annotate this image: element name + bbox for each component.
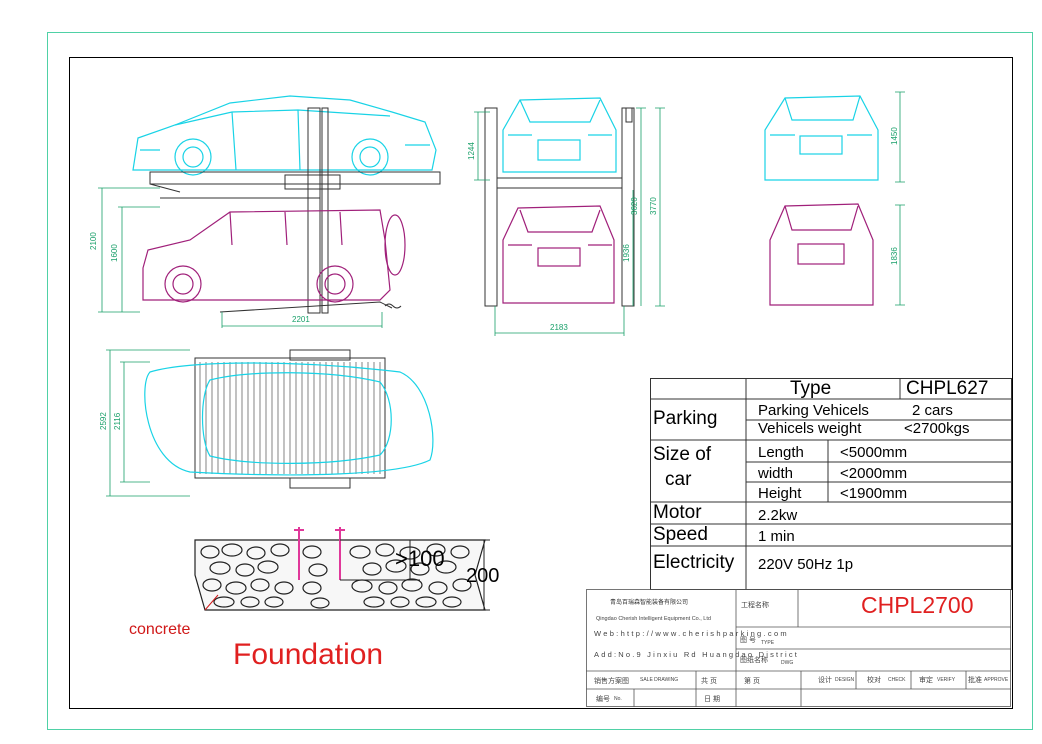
spec-parking-vehicles-label: Parking Vehicels	[758, 402, 869, 419]
foundation-title: Foundation	[233, 638, 384, 671]
number-cn-label: 编号	[596, 696, 610, 703]
sale-drawing-cn: 销售方案图	[594, 678, 629, 685]
foundation-dim-200: 200	[466, 565, 500, 587]
upper-sedan-side	[132, 95, 437, 176]
drawing-name-cn-label: 图纸名称	[740, 657, 768, 664]
spec-width-value: <2000mm	[840, 465, 908, 482]
total-pages-label: 共 页	[701, 678, 717, 685]
design-cn-label: 设计	[818, 677, 832, 684]
spec-height-label: Height	[758, 485, 802, 502]
spec-width-label: width	[758, 465, 794, 482]
dim-front-mid: 3620	[630, 197, 639, 215]
top-view: 2592 2116	[99, 349, 434, 497]
company-address: Add:No.9 Jinxiu Rd Huangdao District	[594, 650, 800, 659]
foundation-section	[194, 527, 490, 611]
spec-motor-value: 2.2kw	[758, 507, 798, 524]
anchor-bolts	[294, 527, 345, 580]
side-view: 2100 1600 2201	[89, 95, 441, 328]
spec-speed-label: Speed	[653, 524, 708, 545]
spec-electricity-value: 220V 50Hz 1p	[758, 556, 854, 573]
spec-type-label: Type	[790, 378, 832, 399]
dim-top-outer: 2592	[99, 412, 108, 430]
check-cn-label: 校对	[867, 677, 881, 684]
spec-vehicles-weight-value: <2700kgs	[904, 420, 970, 437]
drawing-name-en-label: DWG	[781, 660, 794, 666]
company-name-en: Qingdao Cherish Intelligent Equipment Co…	[596, 616, 711, 622]
title-block: 青岛百瑞森智能装备有限公司 Qingdao Cherish Intelligen…	[586, 589, 1011, 707]
project-name-label: 工程名称	[741, 602, 769, 609]
spec-motor-label: Motor	[653, 502, 702, 523]
spec-length-label: Length	[758, 444, 804, 461]
upper-car-rear	[764, 95, 879, 181]
upper-platform-side	[149, 171, 441, 199]
lower-car-rear	[769, 203, 874, 306]
spec-length-value: <5000mm	[840, 444, 908, 461]
spec-electricity-label: Electricity	[653, 552, 735, 573]
company-web: Web:http://www.cherishparking.com	[594, 629, 789, 638]
concrete-label: concrete	[129, 621, 191, 638]
type-en-label: TYPE	[761, 640, 775, 646]
spec-table: Type CHPL627 Parking Parking Vehicels 2 …	[650, 378, 1012, 590]
dim-top-inner: 2116	[113, 412, 122, 430]
type-cn-label: 图 号	[740, 637, 756, 644]
drawing-border	[69, 57, 1013, 709]
dim-side-length: 2201	[292, 315, 310, 324]
dim-rear-lower: 1836	[890, 247, 899, 265]
dim-front-upper: 1244	[467, 142, 476, 160]
outer-frame	[47, 32, 1033, 730]
number-en-label: No.	[614, 696, 622, 702]
spec-speed-value: 1 min	[758, 528, 795, 545]
spec-height-value: <1900mm	[840, 485, 908, 502]
spec-size-label-1: Size of	[653, 444, 712, 465]
design-en-label: DESIGN	[835, 677, 855, 683]
approve-cn-label: 批准	[968, 677, 982, 684]
page-number-label: 第 页	[744, 678, 760, 685]
spec-vehicles-weight-label: Vehicels weight	[758, 420, 862, 437]
title-block-grid	[586, 589, 1011, 707]
dim-rear-upper: 1450	[890, 127, 899, 145]
dim-side-lower-height: 1600	[110, 244, 119, 262]
spec-table-grid	[650, 378, 1012, 590]
spec-parking-vehicles-value: 2 cars	[912, 402, 953, 419]
dim-side-total-height: 2100	[89, 232, 98, 250]
model-number: CHPL2700	[861, 592, 974, 618]
car-top-outline	[144, 362, 434, 476]
lower-suv-side	[142, 209, 406, 303]
approve-en-label: APPROVE	[984, 677, 1009, 683]
spec-size-label-2: car	[665, 469, 692, 490]
check-en-label: CHECK	[888, 677, 906, 683]
sale-drawing-en: SALE DRAWING	[640, 677, 679, 683]
spec-type-value: CHPL627	[906, 378, 989, 399]
rear-view: 1450 1836	[764, 91, 905, 306]
date-cn-label: 日 期	[704, 696, 720, 703]
foundation-dim-100: >100	[395, 546, 445, 571]
lower-car-front	[502, 205, 615, 304]
dim-front-total: 3770	[649, 197, 658, 215]
dim-front-lower: 1936	[622, 244, 631, 262]
verify-cn-label: 审定	[919, 677, 933, 684]
dim-front-width: 2183	[550, 323, 568, 332]
spec-parking-label: Parking	[653, 408, 718, 429]
concrete-aggregate	[200, 543, 472, 609]
front-view: 1244 3770 3620 1936 2183	[467, 97, 665, 336]
upper-car-front	[502, 97, 617, 173]
company-name-cn: 青岛百瑞森智能装备有限公司	[610, 600, 689, 606]
verify-en-label: VERIFY	[937, 677, 956, 683]
